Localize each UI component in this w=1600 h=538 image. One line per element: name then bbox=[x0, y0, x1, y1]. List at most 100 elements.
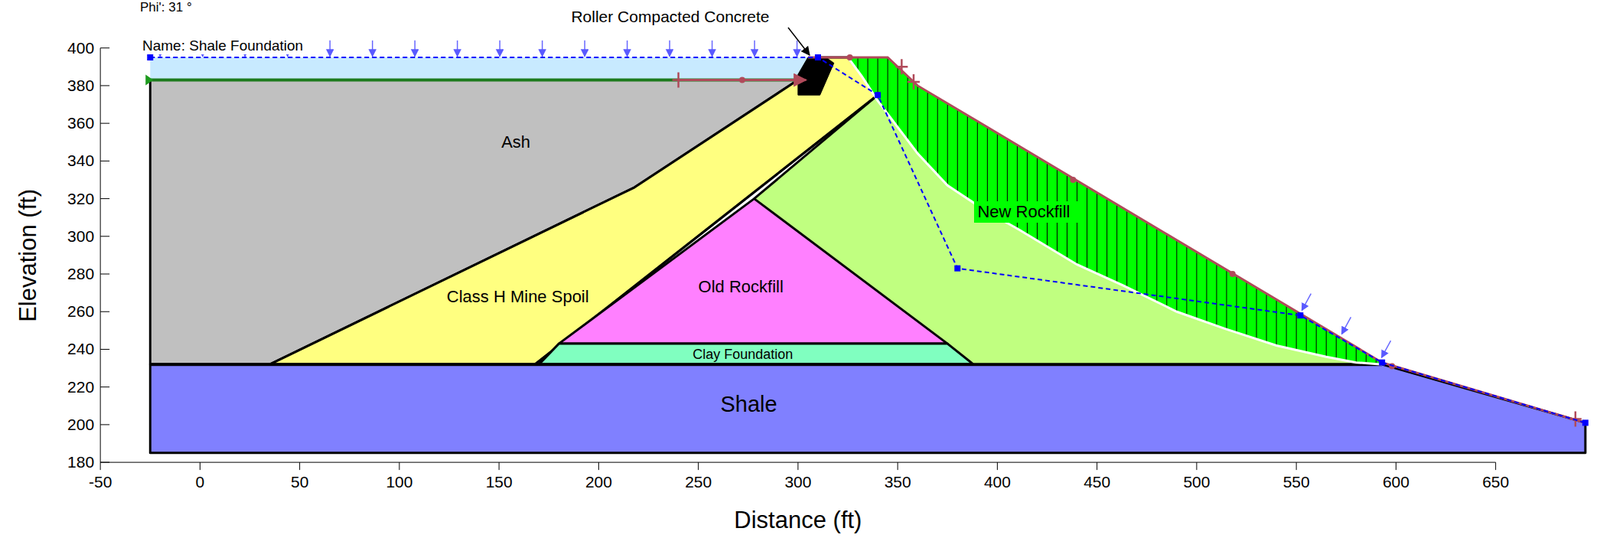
x-tick-label: 150 bbox=[485, 472, 513, 492]
x-tick bbox=[897, 462, 899, 470]
slice-line bbox=[1355, 48, 1357, 372]
material-region: Clay Foundation bbox=[689, 345, 803, 363]
surface-limit bbox=[907, 74, 920, 90]
slice-line bbox=[1136, 48, 1138, 372]
x-tick-label: 50 bbox=[290, 472, 309, 492]
material-name: Clay Foundation bbox=[692, 345, 793, 362]
y-tick-label: 240 bbox=[67, 339, 95, 359]
slice-line bbox=[1096, 48, 1098, 372]
phreatic-point bbox=[1582, 419, 1589, 426]
pressure-arrow bbox=[583, 40, 586, 57]
slice-line bbox=[1166, 48, 1167, 372]
slice-line bbox=[1116, 48, 1118, 372]
y-tick-label: 280 bbox=[67, 264, 95, 284]
y-tick bbox=[100, 348, 110, 350]
material-name: Shale bbox=[720, 391, 777, 416]
material-parameter: Phi': 31 ° bbox=[140, 0, 193, 16]
slice-line bbox=[1195, 48, 1197, 372]
x-tick bbox=[100, 462, 102, 470]
x-tick bbox=[598, 462, 600, 470]
slice-line bbox=[947, 48, 949, 372]
x-tick bbox=[1096, 462, 1098, 470]
surface-point bbox=[1069, 176, 1076, 183]
pressure-arrow bbox=[711, 40, 714, 57]
slice-line bbox=[1186, 48, 1187, 372]
x-tick-label: 400 bbox=[984, 472, 1011, 492]
x-tick-label: 0 bbox=[195, 472, 206, 492]
material-region: Old Rockfill bbox=[695, 276, 794, 298]
x-tick-label: 600 bbox=[1382, 472, 1410, 492]
pressure-arrow bbox=[329, 40, 331, 57]
boundary-marker bbox=[145, 74, 154, 86]
phreatic-point bbox=[954, 265, 961, 272]
phreatic-point bbox=[1296, 312, 1304, 319]
slice-line bbox=[1236, 48, 1238, 372]
pressure-arrow bbox=[668, 40, 671, 57]
slice-line bbox=[1086, 48, 1088, 372]
slice-line bbox=[1336, 48, 1337, 372]
axis-title: Elevation (ft) bbox=[14, 188, 43, 322]
y-tick bbox=[100, 84, 110, 86]
pressure-arrow bbox=[796, 40, 799, 57]
x-tick-label: 450 bbox=[1083, 472, 1111, 492]
x-tick bbox=[299, 462, 300, 470]
pressure-arrow bbox=[1381, 340, 1392, 358]
x-tick-label: 650 bbox=[1482, 472, 1509, 492]
phreatic-point bbox=[1378, 359, 1385, 366]
material-name: Class H Mine Spoil bbox=[446, 286, 590, 307]
surface-limit bbox=[672, 72, 685, 88]
x-tick bbox=[1395, 462, 1397, 470]
slice-line bbox=[1326, 48, 1327, 372]
slice-line bbox=[1225, 48, 1227, 372]
y-tick-label: 180 bbox=[67, 452, 95, 472]
slice-line bbox=[1375, 48, 1377, 372]
y-axis bbox=[100, 48, 102, 463]
slice-line bbox=[907, 48, 909, 372]
pressure-arrow bbox=[626, 40, 629, 57]
slice-line bbox=[1106, 48, 1108, 372]
phreatic-point bbox=[146, 54, 154, 61]
y-tick bbox=[100, 311, 110, 313]
shale-top bbox=[149, 362, 1382, 366]
slice-line bbox=[1286, 48, 1288, 372]
material-region: Ash bbox=[498, 131, 540, 154]
leader-line bbox=[788, 27, 810, 56]
pressure-arrow bbox=[371, 40, 374, 57]
slip-surface bbox=[847, 57, 1382, 365]
slice-line bbox=[1296, 48, 1297, 372]
y-tick bbox=[100, 386, 110, 388]
pressure-arrow bbox=[456, 40, 459, 57]
y-tick bbox=[100, 198, 110, 199]
y-tick-label: 220 bbox=[67, 378, 95, 397]
x-tick bbox=[797, 462, 799, 470]
phreatic-point bbox=[874, 91, 881, 98]
x-tick-label: 300 bbox=[784, 472, 812, 492]
callout-label: Roller Compacted Concrete bbox=[570, 7, 770, 27]
x-tick-label: 500 bbox=[1182, 472, 1210, 492]
slice-line bbox=[967, 48, 968, 372]
slice-line bbox=[887, 48, 889, 372]
slice-line bbox=[957, 48, 959, 372]
material-region: Class H Mine Spoil bbox=[443, 286, 599, 308]
y-tick-label: 300 bbox=[67, 227, 95, 246]
x-tick bbox=[1195, 462, 1197, 470]
clay-region bbox=[538, 343, 974, 365]
pond bbox=[149, 57, 818, 81]
slice-line bbox=[1246, 48, 1248, 372]
material-name: Old Rockfill bbox=[698, 276, 784, 297]
x-tick bbox=[997, 462, 998, 470]
surface-point bbox=[1229, 270, 1236, 277]
x-tick-label: 350 bbox=[884, 472, 912, 492]
material-name: Name: Shale Foundation bbox=[140, 37, 306, 55]
y-tick-label: 260 bbox=[67, 302, 95, 321]
slice-line bbox=[1306, 48, 1307, 372]
surface-point bbox=[739, 77, 746, 84]
slice-line bbox=[1345, 48, 1347, 372]
y-tick-label: 380 bbox=[67, 76, 95, 95]
surface-limit bbox=[895, 58, 908, 75]
x-tick-label: -50 bbox=[88, 472, 112, 492]
y-tick bbox=[100, 273, 110, 275]
new-rockfill-region bbox=[847, 57, 1382, 365]
slice-line bbox=[867, 48, 869, 372]
